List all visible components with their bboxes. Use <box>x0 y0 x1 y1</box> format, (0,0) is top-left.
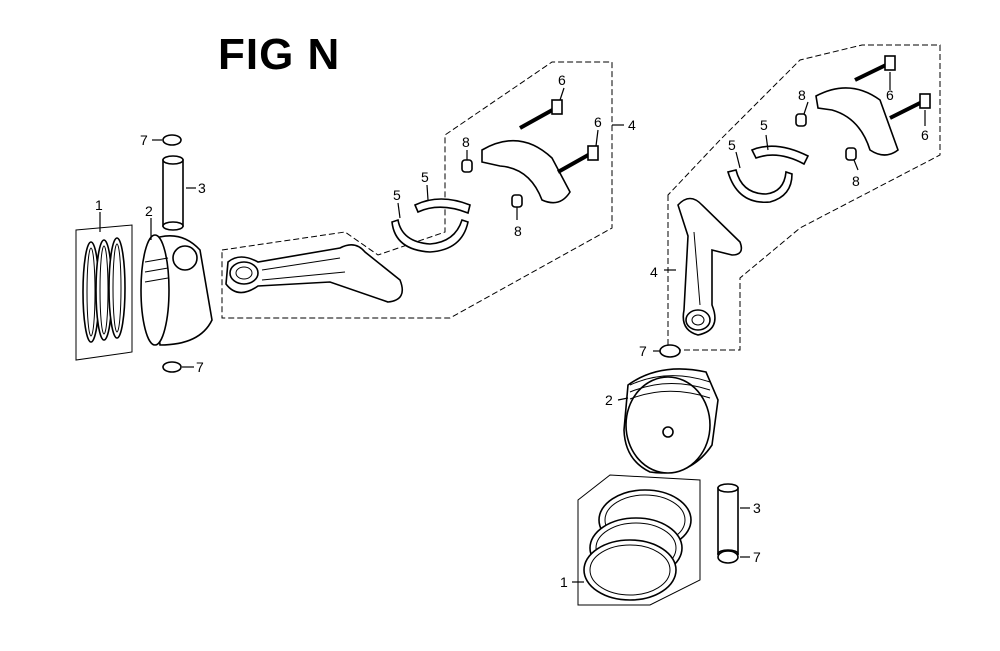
left-piston[interactable] <box>140 234 213 346</box>
left-callout-bolt-a: 6 <box>558 72 566 88</box>
right-callout-bearing-a: 5 <box>728 137 736 153</box>
right-dowel-a[interactable] <box>795 113 807 127</box>
left-callout-dowel-b: 8 <box>514 223 522 239</box>
left-callout-clip-bottom: 7 <box>196 359 204 375</box>
left-group-outline <box>221 61 613 319</box>
right-callout-bearing-b: 5 <box>760 117 768 133</box>
right-piston-rings[interactable] <box>577 474 701 606</box>
right-assembly: 4 5 5 8 8 6 6 7 2 3 7 1 <box>560 44 941 606</box>
right-bolt-a[interactable] <box>854 55 896 82</box>
left-rod-cap[interactable] <box>481 139 571 204</box>
right-dowel-b[interactable] <box>845 147 857 161</box>
left-dowel-b[interactable] <box>511 194 523 208</box>
left-callout-bolt-b: 6 <box>594 114 602 130</box>
right-callout-rod: 4 <box>650 264 658 280</box>
left-callout-dowel-a: 8 <box>462 134 470 150</box>
left-clip-top[interactable] <box>162 134 182 146</box>
right-callout-pin: 3 <box>753 500 761 516</box>
right-connecting-rod[interactable] <box>677 197 743 336</box>
left-piston-pin[interactable] <box>162 155 184 231</box>
left-piston-rings[interactable] <box>75 224 133 361</box>
right-rod-cap[interactable] <box>815 87 899 156</box>
right-clip-bottom[interactable] <box>717 550 739 564</box>
left-bearing-shell-b[interactable] <box>413 198 471 215</box>
right-callout-dowel-b: 8 <box>852 173 860 189</box>
left-callout-clip-top: 7 <box>140 132 148 148</box>
left-bolt-a[interactable] <box>519 99 563 130</box>
left-callout-pin: 3 <box>198 180 206 196</box>
left-callout-bearing-a: 5 <box>393 187 401 203</box>
left-callout-piston: 2 <box>145 203 153 219</box>
right-group-outline <box>667 44 941 351</box>
left-connecting-rod[interactable] <box>225 244 404 303</box>
right-callout-bolt-b: 6 <box>921 127 929 143</box>
left-bearing-shell-a[interactable] <box>391 218 469 253</box>
left-assembly: 1 2 3 7 7 5 5 6 6 8 8 4 <box>75 61 636 375</box>
left-clip-bottom[interactable] <box>162 361 182 373</box>
right-piston[interactable] <box>623 368 719 474</box>
left-callout-rings: 1 <box>95 197 103 213</box>
right-callout-clip-top: 7 <box>639 343 647 359</box>
right-callout-dowel-a: 8 <box>798 87 806 103</box>
right-callout-piston: 2 <box>605 392 613 408</box>
left-dowel-a[interactable] <box>461 159 473 173</box>
left-callout-bearing-b: 5 <box>421 169 429 185</box>
right-piston-pin[interactable] <box>717 483 739 559</box>
right-bearing-shell-b[interactable] <box>750 145 810 166</box>
left-callout-rod: 4 <box>628 117 636 133</box>
right-callout-bolt-a: 6 <box>886 87 894 103</box>
right-bearing-shell-a[interactable] <box>726 169 793 203</box>
right-bolt-b[interactable] <box>889 93 931 120</box>
right-callout-rings: 1 <box>560 574 568 590</box>
left-bolt-b[interactable] <box>557 145 599 174</box>
figure-title: FIG N <box>218 30 341 79</box>
right-clip-top[interactable] <box>659 344 681 358</box>
right-callout-clip-bottom: 7 <box>753 549 761 565</box>
